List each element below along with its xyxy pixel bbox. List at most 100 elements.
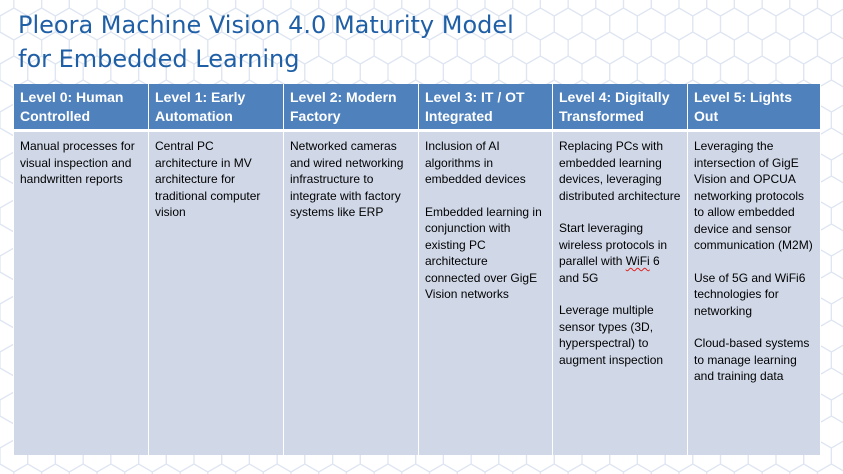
cell-paragraph: Replacing PCs with embedded learning dev… xyxy=(559,139,681,203)
background-hexagon xyxy=(816,463,843,474)
background-hexagon xyxy=(595,0,625,17)
background-hexagon xyxy=(539,0,569,17)
background-hexagon xyxy=(428,463,458,474)
background-hexagon xyxy=(318,463,347,474)
maturity-model-table: Level 0: Human Controlled Level 1: Early… xyxy=(13,84,821,455)
background-hexagon xyxy=(13,463,43,474)
background-hexagon xyxy=(678,0,708,17)
background-hexagon xyxy=(456,463,486,474)
background-hexagon xyxy=(622,0,652,17)
background-hexagon xyxy=(151,463,181,474)
background-hexagon xyxy=(706,463,736,474)
background-hexagon xyxy=(345,463,375,474)
cell-level-0: Manual processes for visual inspection a… xyxy=(13,130,149,455)
table-header-row: Level 0: Human Controlled Level 1: Early… xyxy=(13,84,821,132)
background-hexagon xyxy=(595,31,625,65)
background-hexagon xyxy=(0,415,15,449)
cell-level-2: Networked cameras and wired networking i… xyxy=(283,130,419,455)
background-hexagon xyxy=(68,463,98,474)
cell-paragraph: Cloud-based systems to manage learning a… xyxy=(694,336,810,383)
background-hexagon xyxy=(401,463,431,474)
background-hexagon xyxy=(40,463,70,474)
background-hexagon xyxy=(747,7,777,41)
background-hexagon xyxy=(567,463,597,474)
cell-paragraph: Inclusion of AI algorithms in embedded d… xyxy=(425,139,526,186)
background-hexagon xyxy=(207,463,237,474)
background-hexagon xyxy=(789,31,819,65)
background-hexagon xyxy=(789,0,819,17)
header-level-4: Level 4: Digitally Transformed xyxy=(552,84,688,132)
background-hexagon xyxy=(678,463,708,474)
slide-title: Pleora Machine Vision 4.0 Maturity Model… xyxy=(18,8,514,76)
background-hexagon xyxy=(650,0,680,17)
background-hexagon xyxy=(0,463,15,474)
background-hexagon xyxy=(595,463,625,474)
background-hexagon xyxy=(0,223,15,257)
background-hexagon xyxy=(622,31,652,65)
background-hexagon xyxy=(96,463,126,474)
background-hexagon xyxy=(761,31,791,65)
background-hexagon xyxy=(609,7,639,41)
background-hexagon xyxy=(0,31,15,65)
background-hexagon xyxy=(706,31,736,65)
background-hexagon xyxy=(636,7,666,41)
header-level-2: Level 2: Modern Factory xyxy=(283,84,419,132)
slide-title-line-2: for Embedded Learning xyxy=(18,45,300,73)
background-hexagon xyxy=(484,463,514,474)
background-hexagon xyxy=(0,0,15,17)
background-hexagon xyxy=(0,79,15,113)
background-hexagon xyxy=(0,319,15,353)
background-hexagon xyxy=(124,463,153,474)
background-hexagon xyxy=(650,463,680,474)
cell-paragraph: Use of 5G and WiFi6 technologies for net… xyxy=(694,270,806,318)
background-hexagon xyxy=(678,31,708,65)
table-row: Manual processes for visual inspection a… xyxy=(13,130,821,455)
cell-paragraph: Networked cameras and wired networking i… xyxy=(290,139,404,219)
background-hexagon xyxy=(692,7,722,41)
background-hexagon xyxy=(0,175,15,209)
background-hexagon xyxy=(706,0,736,17)
background-hexagon xyxy=(512,31,542,65)
background-hexagon xyxy=(567,0,597,17)
background-hexagon xyxy=(0,127,15,161)
spellcheck-underline: WiFi xyxy=(625,254,650,268)
background-hexagon xyxy=(512,0,542,17)
background-hexagon xyxy=(0,367,15,401)
background-hexagon xyxy=(235,463,264,474)
background-hexagon xyxy=(775,7,805,41)
background-hexagon xyxy=(816,0,843,17)
header-level-5: Level 5: Lights Out xyxy=(687,84,821,132)
background-hexagon xyxy=(512,463,542,474)
header-level-0: Level 0: Human Controlled xyxy=(13,84,149,132)
background-hexagon xyxy=(733,31,763,65)
cell-level-5: Leveraging the intersection of GigE Visi… xyxy=(687,130,821,455)
background-hexagon xyxy=(761,463,791,474)
background-hexagon xyxy=(539,463,569,474)
background-hexagon xyxy=(581,7,611,41)
background-hexagon xyxy=(179,463,209,474)
background-hexagon xyxy=(622,463,652,474)
header-level-1: Level 1: Early Automation xyxy=(148,84,284,132)
cell-paragraph: Leverage multiple sensor types (3D, hype… xyxy=(559,303,664,367)
background-hexagon xyxy=(664,7,694,41)
cell-paragraph-wifi: Start leveraging wireless protocols in p… xyxy=(559,221,668,285)
background-hexagon xyxy=(290,463,320,474)
background-hexagon xyxy=(553,7,583,41)
cell-paragraph: Central PC architecture in MV architectu… xyxy=(155,139,261,219)
background-hexagon xyxy=(719,7,749,41)
background-hexagon xyxy=(650,31,680,65)
cell-level-3: Inclusion of AI algorithms in embedded d… xyxy=(418,130,553,455)
background-hexagon xyxy=(761,0,791,17)
cell-level-1: Central PC architecture in MV architectu… xyxy=(148,130,284,455)
background-hexagon xyxy=(373,463,403,474)
background-hexagon xyxy=(733,0,763,17)
cell-paragraph: Manual processes for visual inspection a… xyxy=(20,139,135,186)
header-level-3: Level 3: IT / OT Integrated xyxy=(418,84,553,132)
cell-paragraph: Leveraging the intersection of GigE Visi… xyxy=(694,139,813,252)
background-hexagon xyxy=(567,31,597,65)
background-hexagon xyxy=(0,271,15,305)
background-hexagon xyxy=(803,7,833,41)
cell-paragraph: Embedded learning in conjunction with ex… xyxy=(425,204,542,302)
cell-level-4: Replacing PCs with embedded learning dev… xyxy=(552,130,688,455)
background-hexagon xyxy=(262,463,292,474)
